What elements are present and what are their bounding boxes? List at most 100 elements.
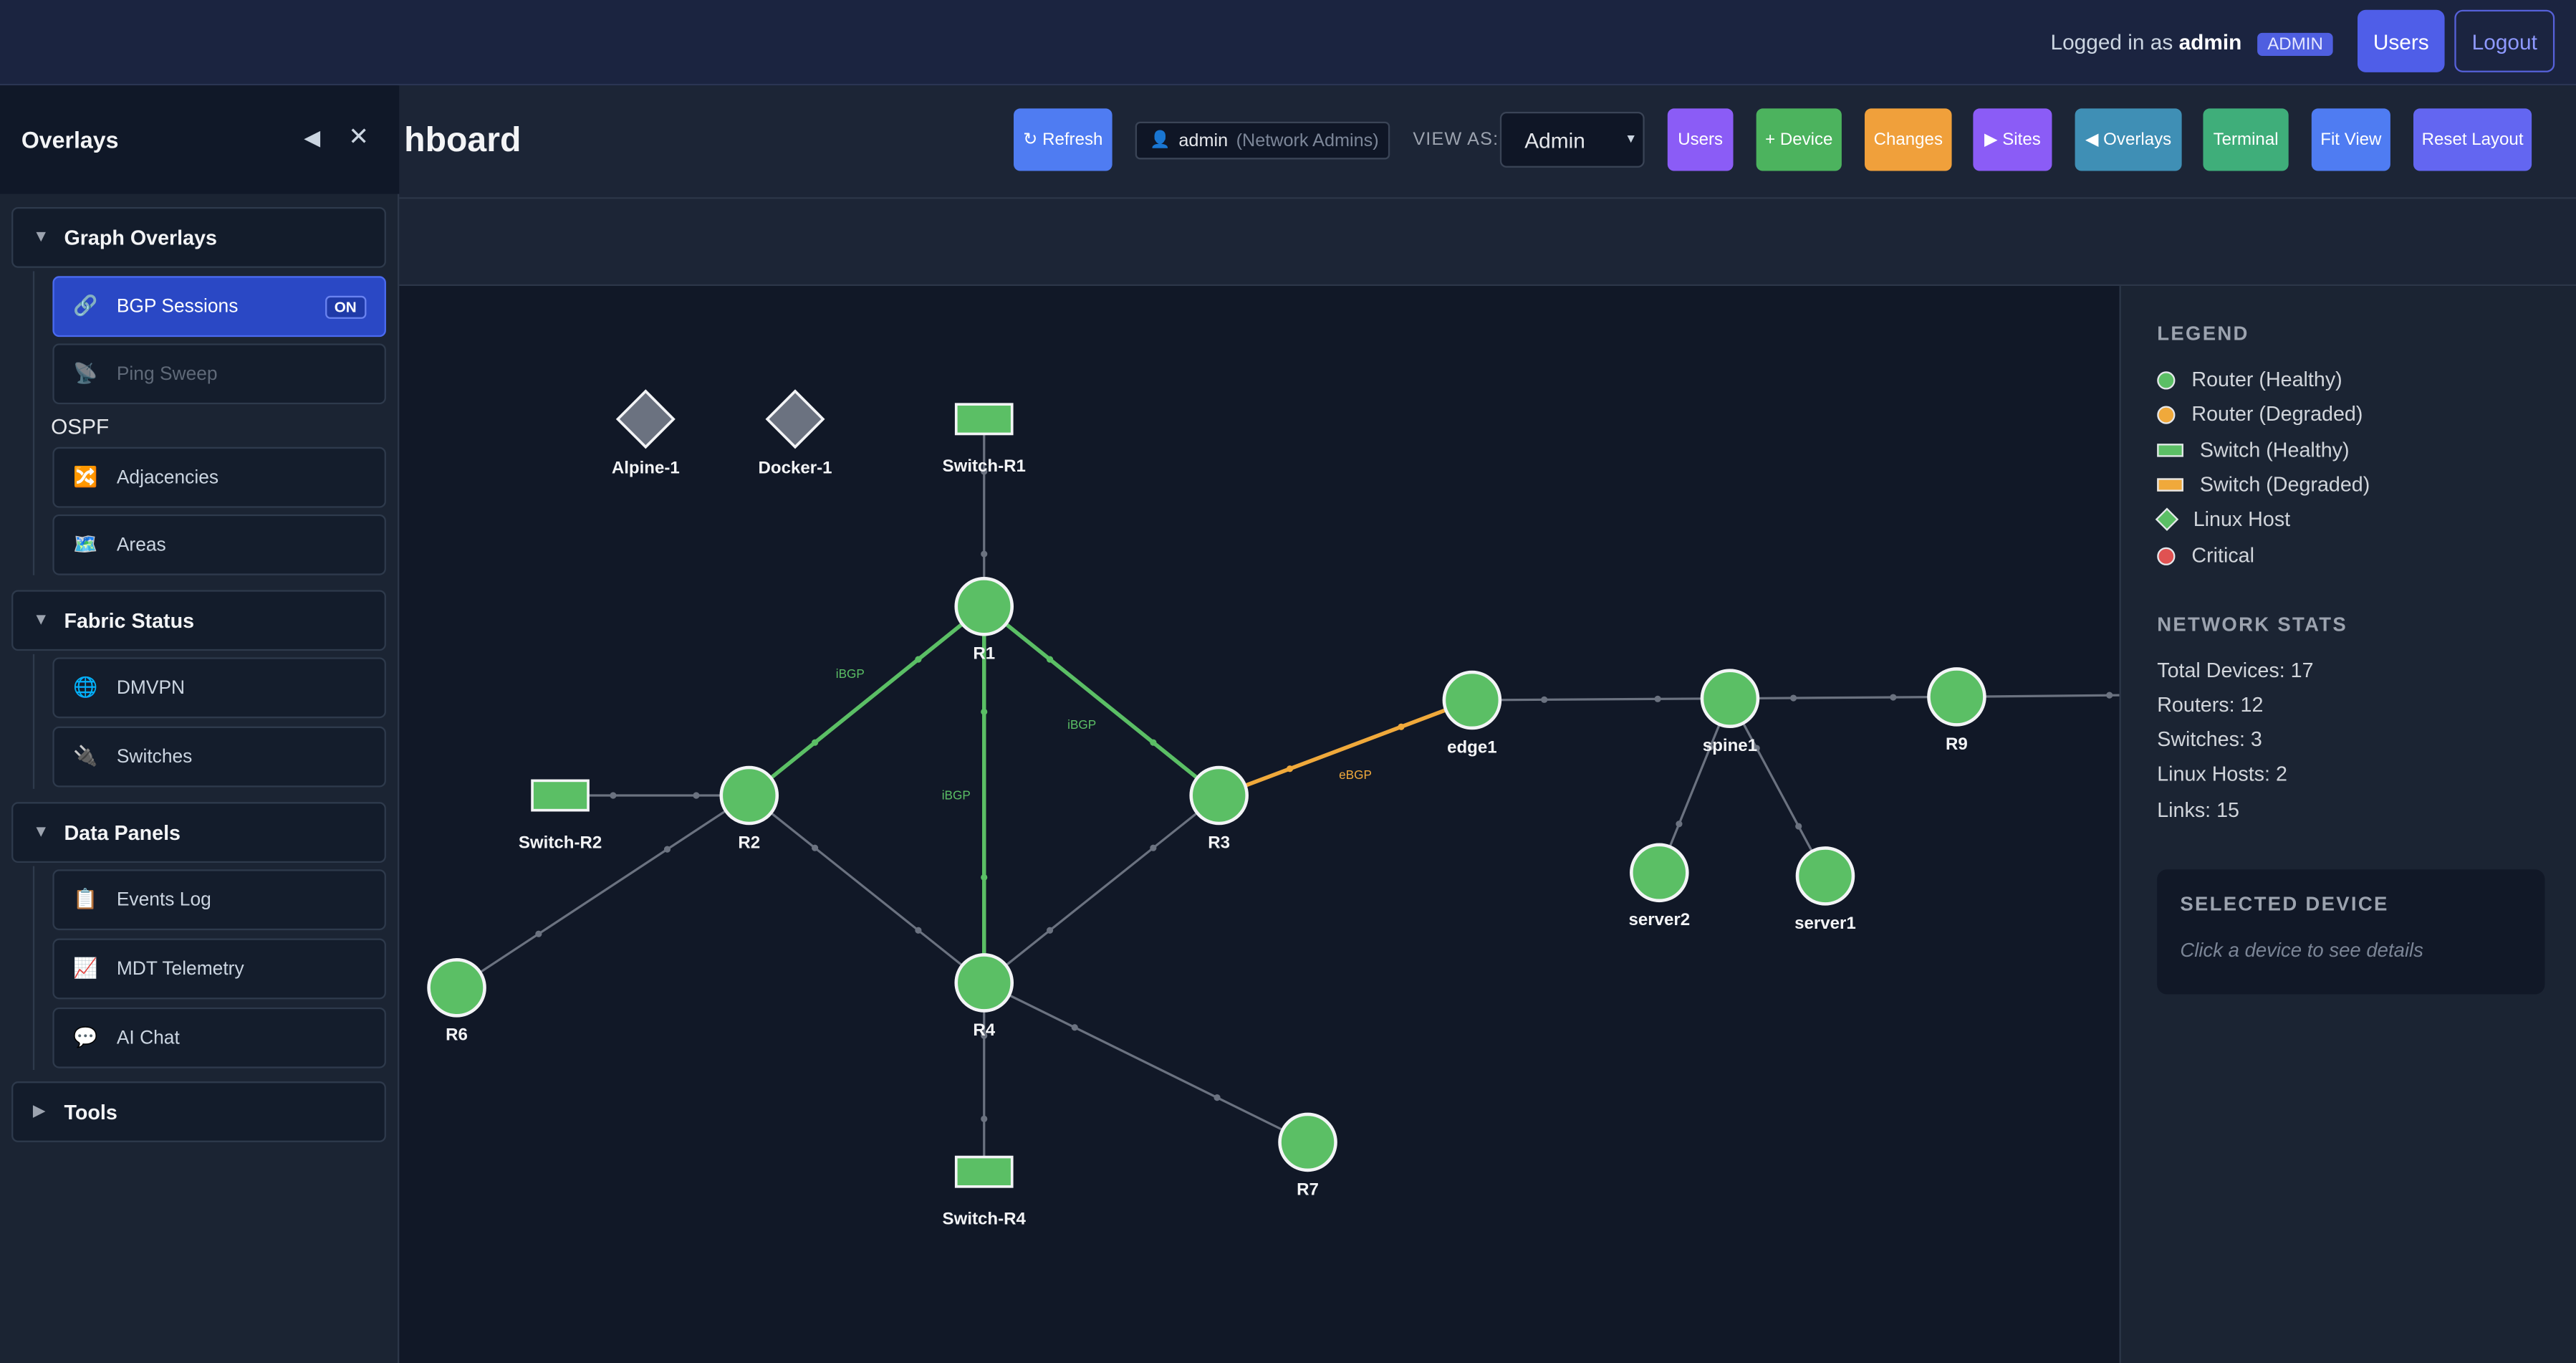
- stat-switches: Switches: 3: [2157, 727, 2262, 752]
- node-R1[interactable]: [954, 576, 1014, 636]
- node-R9[interactable]: [1927, 667, 1986, 727]
- overlay-item-label: Areas: [116, 535, 166, 556]
- legend-swatch-circle-icon: [2157, 405, 2176, 424]
- shuffle-icon: 🔀: [73, 465, 98, 489]
- top-users-button[interactable]: Users: [2358, 9, 2445, 72]
- section-tree-line: [32, 866, 35, 1071]
- legend-swatch-rect-icon: [2157, 444, 2183, 457]
- link-port-dot: [535, 930, 542, 937]
- login-user: admin: [2178, 29, 2242, 54]
- node-Alpine-1[interactable]: [615, 389, 676, 449]
- overlay-item-adjacencies[interactable]: 🔀 Adjacencies: [52, 446, 386, 508]
- link-port-dot: [1706, 744, 1714, 751]
- legend-item: Switch (Healthy): [2157, 436, 2350, 465]
- stats-title: NETWORK STATS: [2157, 613, 2348, 636]
- node-label: server1: [1794, 914, 1856, 933]
- node-Switch-R4[interactable]: [954, 1155, 1014, 1188]
- fit-view-button[interactable]: Fit View: [2311, 108, 2390, 171]
- node-server2[interactable]: [1630, 843, 1689, 903]
- section-label: Data Panels: [64, 821, 181, 845]
- link-R3-R4[interactable]: [983, 794, 1220, 984]
- node-label: R2: [738, 833, 760, 852]
- node-server1[interactable]: [1795, 846, 1855, 906]
- node-Switch-R1[interactable]: [954, 403, 1014, 436]
- refresh-button[interactable]: ↻ Refresh: [1014, 108, 1112, 171]
- link-R1-R2[interactable]: [748, 605, 986, 798]
- chart-icon: 📈: [73, 956, 98, 980]
- overlay-item-bgp-sessions[interactable]: 🔗 BGP Sessions ON: [52, 276, 386, 338]
- changes-button[interactable]: Changes: [1865, 108, 1952, 171]
- logout-button[interactable]: Logout: [2454, 9, 2555, 72]
- node-spine1[interactable]: [1700, 669, 1760, 728]
- section-fabric-status[interactable]: ▼ Fabric Status: [11, 590, 386, 651]
- link-R4-R7[interactable]: [984, 982, 1309, 1144]
- node-R2[interactable]: [719, 765, 779, 826]
- overlay-item-ping-sweep[interactable]: 📡 Ping Sweep: [52, 343, 386, 405]
- overlay-item-switches[interactable]: 🔌 Switches: [52, 726, 386, 788]
- link-R2-R4[interactable]: [748, 794, 985, 984]
- overlay-item-mdt-telemetry[interactable]: 📈 MDT Telemetry: [52, 938, 386, 1000]
- role-badge: ADMIN: [2257, 32, 2333, 56]
- link-port-dot: [915, 927, 922, 934]
- node-label: spine1: [1703, 736, 1757, 755]
- sites-button[interactable]: ▶ Sites: [1973, 108, 2052, 171]
- overlay-item-ai-chat[interactable]: 💬 AI Chat: [52, 1007, 386, 1068]
- terminal-button[interactable]: Terminal: [2203, 108, 2289, 171]
- view-as-label: VIEW AS:: [1413, 130, 1499, 150]
- link-port-dot: [981, 1032, 988, 1039]
- info-panel: LEGEND Router (Healthy)Router (Degraded)…: [2119, 286, 2576, 1363]
- link-port-dot: [981, 1115, 988, 1122]
- collapse-left-icon[interactable]: ◀: [304, 125, 321, 150]
- node-Switch-R2[interactable]: [531, 779, 590, 812]
- close-icon[interactable]: ✕: [348, 123, 370, 151]
- link-port-dot: [812, 844, 819, 851]
- link-spine1-R9[interactable]: [1729, 695, 1957, 700]
- subgroup-label-ospf: OSPF: [51, 413, 110, 439]
- link-edge1-spine1[interactable]: [1471, 697, 1730, 702]
- view-as-select[interactable]: Admin ▾: [1499, 111, 1645, 168]
- node-label: Switch-R4: [943, 1210, 1027, 1229]
- link-port-dot: [1398, 723, 1405, 730]
- link-spine1-server2[interactable]: [1658, 698, 1731, 874]
- node-edge1[interactable]: [1442, 670, 1502, 730]
- link-label: eBGP: [1339, 767, 1372, 782]
- link-port-dot: [981, 550, 988, 558]
- overlay-item-areas[interactable]: 🗺️ Areas: [52, 514, 386, 575]
- node-label: R4: [973, 1020, 995, 1040]
- link-R2-R6[interactable]: [456, 794, 750, 989]
- view-as-value: Admin: [1524, 127, 1585, 153]
- speech-bubble-icon: 💬: [73, 1025, 98, 1049]
- link-R1-R3[interactable]: [983, 605, 1221, 798]
- add-device-button[interactable]: + Device: [1756, 108, 1842, 171]
- node-R6[interactable]: [427, 958, 486, 1018]
- users-button[interactable]: Users: [1667, 108, 1734, 171]
- node-R3[interactable]: [1189, 765, 1249, 826]
- link-spine1-server1[interactable]: [1729, 697, 1827, 877]
- selected-device-hint: Click a device to see details: [2180, 938, 2423, 962]
- node-Docker-1[interactable]: [765, 389, 825, 449]
- section-graph-overlays[interactable]: ▼ Graph Overlays: [11, 206, 386, 268]
- overlays-button[interactable]: ◀ Overlays: [2075, 108, 2182, 171]
- stat-total-devices: Total Devices: 17: [2157, 659, 2314, 682]
- globe-icon: 🌐: [73, 675, 98, 699]
- node-R7[interactable]: [1278, 1112, 1337, 1172]
- node-R4[interactable]: [954, 953, 1014, 1013]
- reset-layout-button[interactable]: Reset Layout: [2413, 108, 2532, 171]
- link-R3-edge1[interactable]: [1218, 698, 1473, 798]
- user-chip-name: admin: [1178, 130, 1229, 150]
- overlay-item-dmvpn[interactable]: 🌐 DMVPN: [52, 657, 386, 719]
- link-port-dot: [663, 846, 671, 853]
- link-port-dot: [693, 792, 700, 799]
- section-tools[interactable]: ▶ Tools: [11, 1081, 386, 1142]
- overlay-item-label: Ping Sweep: [116, 365, 218, 385]
- legend-item: Critical: [2157, 541, 2254, 570]
- overlay-item-events-log[interactable]: 📋 Events Log: [52, 869, 386, 931]
- legend-swatch-circle-icon: [2157, 546, 2176, 565]
- user-chip-group: (Network Admins): [1236, 130, 1379, 150]
- legend-swatch-diamond-icon: [2155, 507, 2179, 531]
- link-port-dot: [915, 656, 922, 663]
- legend-title: LEGEND: [2157, 322, 2249, 345]
- section-data-panels[interactable]: ▼ Data Panels: [11, 802, 386, 864]
- legend-swatch-circle-icon: [2157, 370, 2176, 389]
